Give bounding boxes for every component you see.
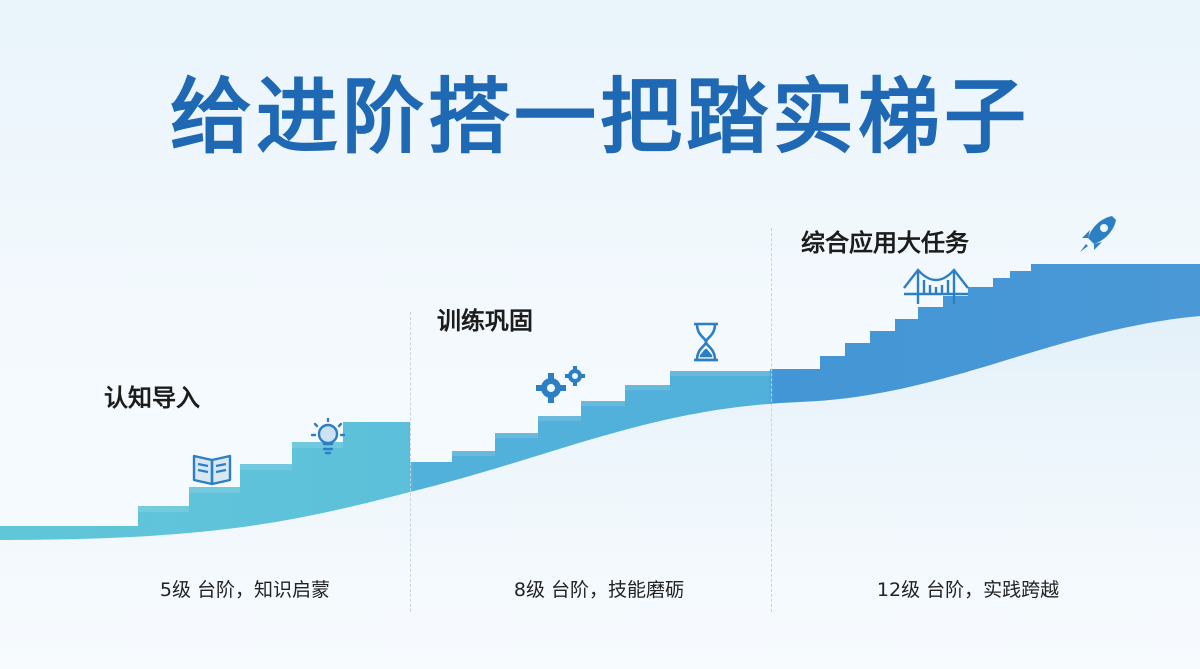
stage-title-1: 认知导入: [104, 384, 200, 412]
stage-divider-1: [410, 312, 411, 612]
lightbulb-icon: [310, 417, 346, 455]
bridge-icon: [903, 268, 969, 304]
stage-caption-3: 12级 台阶，实践跨越: [876, 579, 1060, 601]
stage-caption-1: 5级 台阶，知识启蒙: [159, 579, 331, 601]
curve-shadow: [0, 316, 1200, 669]
stage-title-2: 训练巩固: [437, 307, 533, 335]
stage-title-3: 综合应用大任务: [801, 229, 969, 257]
stage-caption-2: 8级 台阶，技能磨砺: [513, 579, 685, 601]
gears-icon: [536, 366, 585, 403]
hourglass-icon: [694, 322, 718, 362]
stair-body: [0, 264, 1200, 540]
open-book-icon: [192, 454, 232, 486]
rocket-icon: [1080, 216, 1116, 252]
stage-divider-2: [771, 228, 772, 612]
page-title: 给进阶搭一把踏实梯子: [169, 70, 1030, 165]
step-highlights: [138, 371, 770, 512]
